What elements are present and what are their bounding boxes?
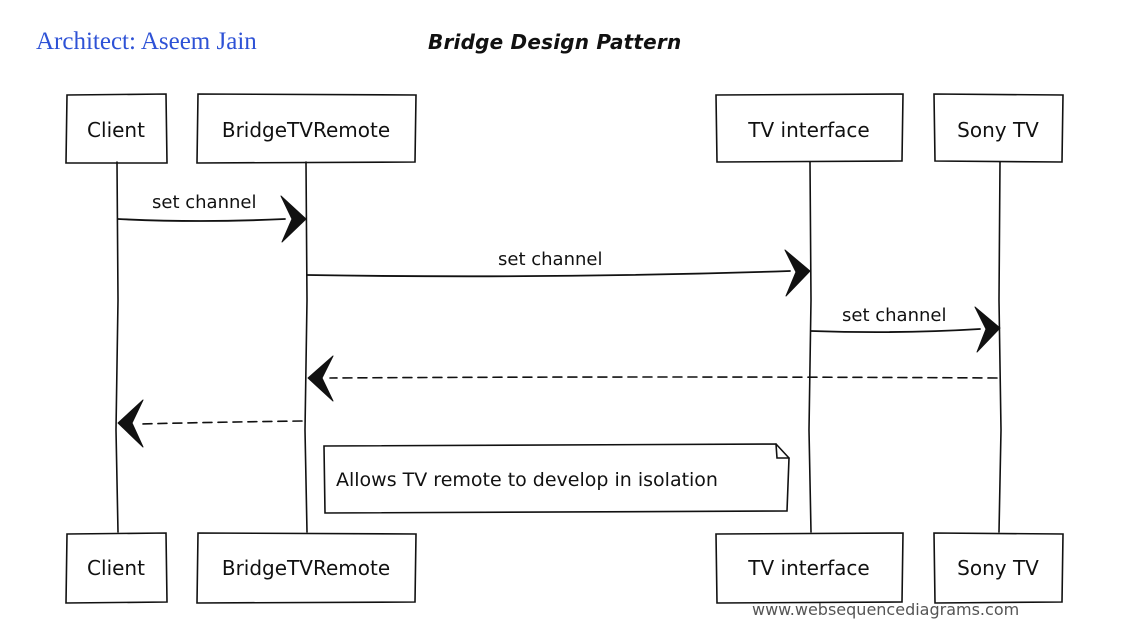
- participant-label-sony-tv-bottom: Sony TV: [957, 556, 1039, 580]
- participant-label-bridgetvremote-top: BridgeTVRemote: [222, 118, 390, 142]
- arrowhead-return-1: [307, 355, 334, 402]
- participant-box-client-bottom: [65, 532, 168, 604]
- participant-label-client-bottom: Client: [87, 556, 145, 580]
- lifeline-sony-tv: [998, 161, 1002, 533]
- participant-box-sony-tv-top: [933, 93, 1064, 163]
- participant-box-bridgetvremote-bottom: [196, 532, 417, 604]
- participant-box-tv-interface-top: [715, 93, 904, 163]
- message-label-2: set channel: [498, 249, 602, 270]
- participant-box-sony-tv-bottom: [933, 532, 1064, 604]
- message-label-3: set channel: [842, 305, 946, 326]
- arrowhead-2: [784, 249, 811, 297]
- lifeline-bridgetvremote: [304, 161, 308, 533]
- note-text: Allows TV remote to develop in isolation: [336, 469, 718, 491]
- message-arrow-3: [810, 328, 981, 334]
- watermark-text: www.websequencediagrams.com: [752, 600, 1020, 619]
- message-arrow-1: [117, 218, 286, 222]
- arrowhead-1: [280, 195, 307, 243]
- participant-box-client-top: [65, 93, 168, 164]
- note-fold: [775, 443, 790, 459]
- return-arrow-1: [329, 376, 998, 379]
- message-arrow-2: [306, 270, 791, 278]
- diagram-title: Bridge Design Pattern: [428, 30, 682, 54]
- message-label-1: set channel: [152, 192, 256, 213]
- participant-label-bridgetvremote-bottom: BridgeTVRemote: [222, 556, 390, 580]
- return-arrow-2: [139, 420, 303, 425]
- participant-label-tv-interface-bottom: TV interface: [747, 556, 869, 580]
- arrowhead-3: [974, 306, 1001, 353]
- participant-box-tv-interface-bottom: [715, 532, 904, 604]
- participant-label-tv-interface-top: TV interface: [747, 118, 869, 142]
- participant-label-client-top: Client: [87, 118, 145, 142]
- participant-box-bridgetvremote-top: [196, 93, 417, 164]
- participant-label-sony-tv-top: Sony TV: [957, 118, 1039, 142]
- lifeline-client: [115, 161, 119, 533]
- note-box: [323, 443, 790, 514]
- author-credit: Architect: Aseem Jain: [36, 28, 257, 55]
- lifeline-tv-interface: [808, 161, 812, 533]
- arrowhead-return-2: [117, 399, 144, 448]
